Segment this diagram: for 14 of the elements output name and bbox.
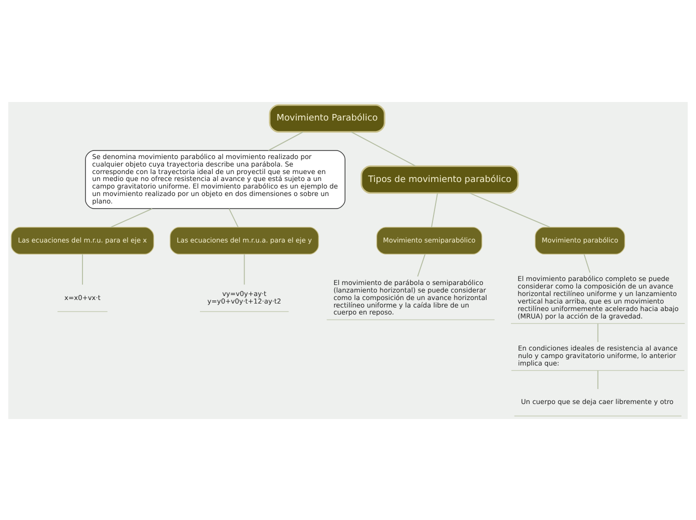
connector xyxy=(110,208,153,228)
node-box: Movimiento Parabólico xyxy=(268,104,386,132)
connector xyxy=(350,131,416,166)
connector xyxy=(469,192,550,228)
connector xyxy=(584,253,590,273)
connector xyxy=(268,131,304,150)
connector xyxy=(228,208,239,228)
connector xyxy=(597,370,598,389)
connector xyxy=(431,192,438,228)
connector xyxy=(82,253,83,285)
connector xyxy=(244,253,245,285)
connector xyxy=(417,253,426,276)
connector xyxy=(597,322,598,342)
node-box: Tipos de movimiento parabólico xyxy=(360,164,519,194)
